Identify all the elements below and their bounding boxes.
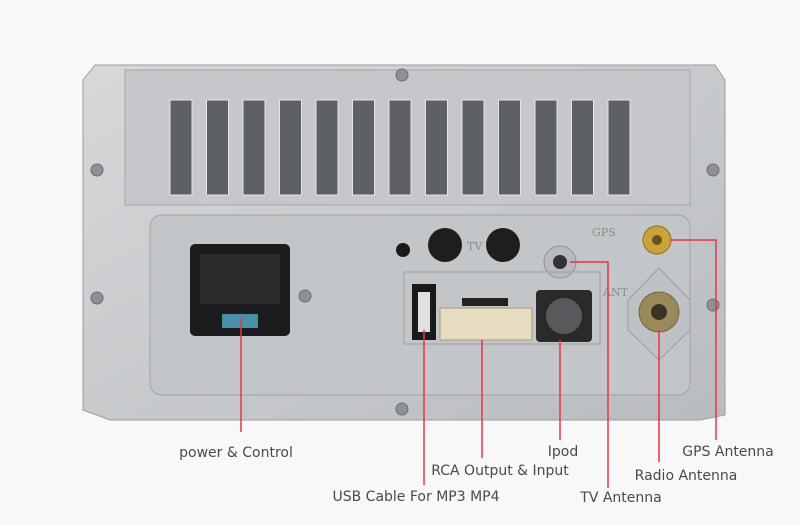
label-power-control: power & Control [179, 445, 293, 461]
vent-slot [388, 99, 412, 196]
label-radio-antenna: Radio Antenna [634, 468, 738, 484]
vent-slot [461, 99, 485, 196]
vent-slot [315, 99, 339, 196]
rca-connector [439, 307, 533, 341]
vent-slot [571, 99, 594, 196]
screw-icon [298, 289, 312, 303]
tv-hole [428, 228, 462, 262]
screw-icon [395, 68, 409, 82]
vent-slot [352, 99, 375, 196]
label-ipod: Ipod [547, 444, 579, 460]
tv-imprint: TV [467, 240, 483, 253]
vent-slot [169, 99, 193, 196]
vent-slot [607, 99, 631, 196]
vent-grill [169, 99, 631, 196]
gps-imprint: GPS [592, 226, 616, 239]
label-usb-cable: USB Cable For MP3 MP4 [332, 489, 500, 505]
screw-icon [395, 402, 409, 416]
leader-lines [240, 239, 717, 488]
screw-icon [90, 163, 104, 177]
vent-slot [279, 99, 302, 196]
vent-slot [534, 99, 558, 196]
tv-hole [486, 228, 520, 262]
ant-imprint: ANT [602, 286, 629, 299]
vent-slot [206, 99, 229, 196]
label-gps-antenna: GPS Antenna [682, 444, 774, 460]
screw-icon [706, 163, 720, 177]
screw-icon [706, 298, 720, 312]
vent-slot [425, 99, 448, 196]
label-tv-antenna: TV Antenna [580, 490, 662, 506]
vent-slot [242, 99, 266, 196]
label-rca: RCA Output & Input [431, 463, 569, 479]
vent-slot [498, 99, 521, 196]
screw-icon [90, 291, 104, 305]
